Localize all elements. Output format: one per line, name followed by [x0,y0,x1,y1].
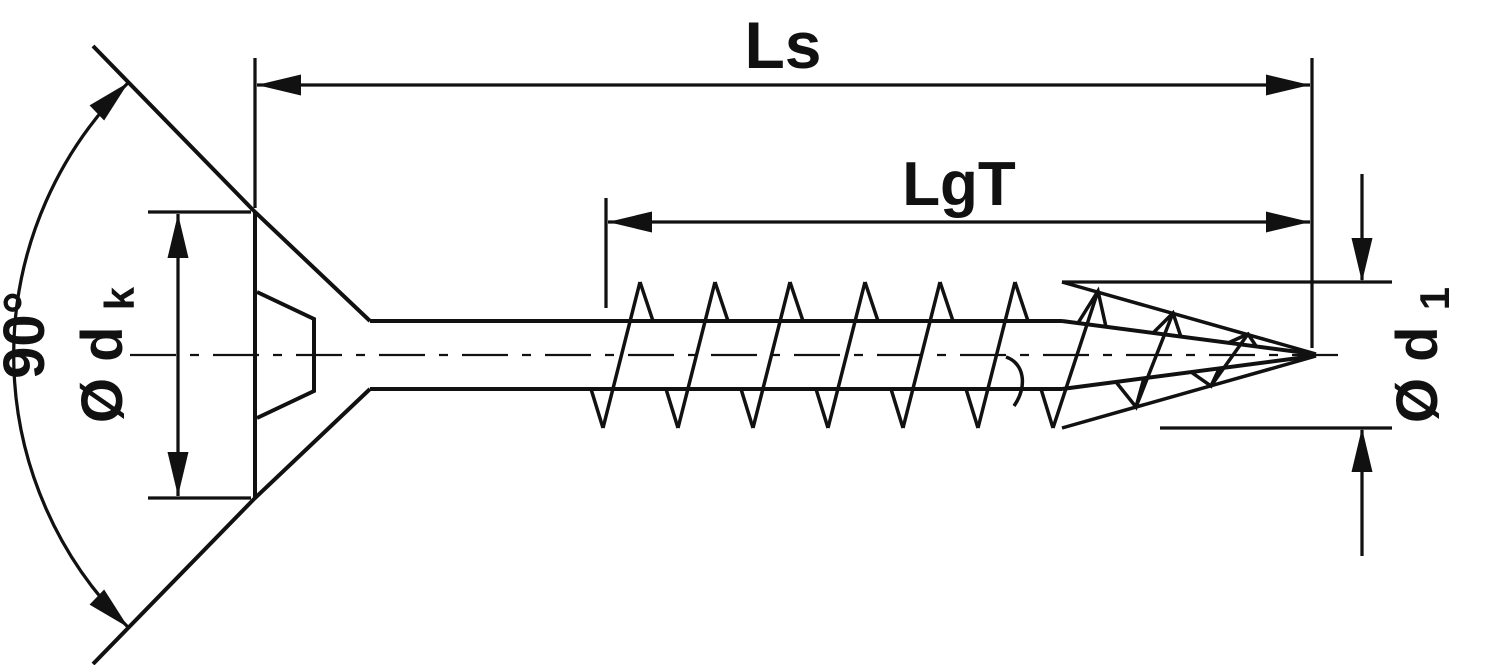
dk-arrow-top [167,214,189,258]
angle-arrow-top [89,82,129,121]
thread-top-flanks [638,281,1030,322]
label-thread-diameter-sub: 1 [1411,287,1458,310]
screw-outline [91,44,1317,665]
head-cone-lower-line [91,387,372,665]
lgt-arrow-right [1266,211,1310,233]
ls-arrow-left [257,74,301,96]
angle-arc [12,81,130,629]
label-thread-diameter-prefix: Ø d [1385,326,1450,423]
dimension-head-diameter: Ø d k [70,210,251,500]
d1-arrow-bottom [1351,428,1373,472]
label-head-diameter-prefix: Ø d [70,326,135,423]
label-head-diameter: Ø d k [70,286,143,423]
dimension-thread-length: LgT [604,150,1310,308]
lgt-arrow-left [608,211,652,233]
label-total-length: Ls [744,8,821,82]
angle-arrow-bottom [89,589,129,628]
screw-thread [589,281,1258,429]
tip-thread-diagonals [1134,312,1250,408]
thread-bottom-flanks [589,388,1055,429]
dimension-total-length: Ls [253,8,1314,348]
label-head-angle: 90° [0,291,57,379]
tip-core [1061,319,1315,391]
tip-thread-teeth [1076,286,1258,411]
label-thread-length: LgT [902,150,1016,219]
dk-arrow-bottom [167,452,189,496]
head-cone-upper-line [91,44,372,323]
ls-arrow-right [1266,74,1310,96]
d1-arrow-top [1351,238,1373,282]
label-thread-diameter: Ø d 1 [1385,287,1458,423]
dimension-head-angle: 90° [0,81,130,629]
thread-helix-diagonals [601,281,1100,429]
tip-feature-curve [1005,355,1025,408]
head-recess [256,290,316,420]
tip-envelope [1061,280,1317,430]
dimension-thread-diameter: Ø d 1 [1062,174,1458,556]
label-head-diameter-sub: k [96,286,143,310]
